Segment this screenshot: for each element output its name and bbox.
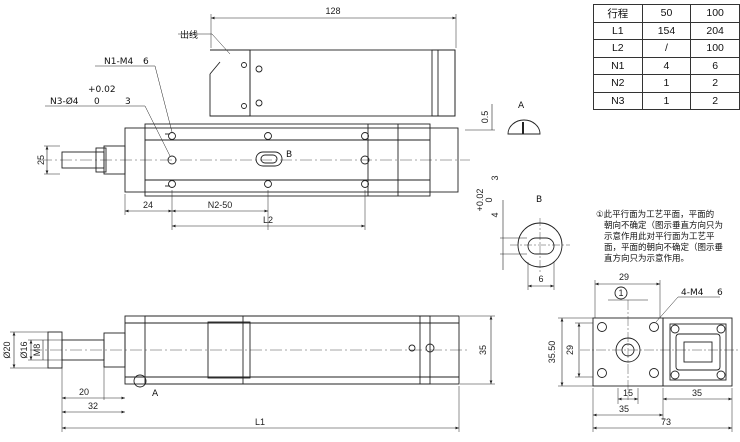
dim-l1: L1: [255, 417, 265, 427]
screw-icon: [408, 344, 416, 352]
detail-b: [500, 200, 570, 290]
table-cell: N3: [593, 91, 643, 110]
side-view: [10, 315, 495, 432]
view-a-label: A: [518, 101, 525, 111]
dim-15: 15: [623, 388, 633, 398]
detail-a-marker: [133, 374, 147, 388]
marker-b: B: [286, 150, 292, 160]
mounting-hole-icon: [264, 132, 272, 140]
screw-icon: [255, 99, 263, 107]
dim-b-6: 6: [538, 274, 543, 284]
circled-number-text: 1: [618, 288, 623, 298]
mounting-hole-icon: [167, 155, 177, 165]
mounting-hole-icon: [168, 132, 176, 140]
screw-icon: [241, 62, 247, 68]
n3-depth-label: 3: [125, 97, 131, 107]
mounting-hole-icon: [361, 132, 369, 140]
mounting-hole-icon: [360, 155, 370, 165]
marker-a: A: [152, 389, 159, 399]
mounting-hole-icon: [168, 180, 176, 188]
n1-depth-label: 6: [143, 57, 149, 67]
motor-end-cap: [431, 49, 456, 117]
view-b-label: B: [536, 195, 542, 205]
dim-35-right: 35: [692, 388, 702, 398]
tap-hole-icon: [597, 368, 607, 378]
mounting-hole-icon: [361, 180, 369, 188]
screw-icon: [670, 324, 680, 334]
table-row: N2 1 2: [593, 74, 740, 93]
dim-b-4: 4: [490, 212, 500, 217]
dim-l2: L2: [263, 215, 273, 225]
screw-icon: [255, 65, 263, 73]
note-line-4: 面，平面的朝向不确定（图示垂: [604, 242, 724, 253]
motor-housing: [249, 49, 456, 117]
n3-spec-label: N3-Ø4: [50, 96, 79, 107]
top-view: [40, 14, 495, 230]
dim-35-bottom: 35: [619, 404, 629, 414]
dim-29-side: 29: [565, 345, 575, 355]
dim-24: 24: [143, 200, 153, 210]
dim-dia-16: Ø16: [19, 341, 29, 358]
end-view: [558, 280, 740, 432]
dim-73: 73: [661, 417, 671, 427]
tap-hole-icon: [597, 322, 607, 332]
tolerance-upper: +0.02: [88, 85, 116, 95]
tap-depth-label: 6: [717, 288, 723, 298]
tap-hole-icon: [649, 322, 659, 332]
table-row: N3 1 2: [593, 91, 740, 110]
note-line-2: 朝向不确定（图示垂直方向只为: [604, 220, 723, 231]
table-cell: 2: [690, 91, 740, 110]
detail-a: [507, 119, 541, 135]
dim-35-side: 35: [478, 345, 488, 355]
dim-20: 20: [79, 387, 89, 397]
dim-128: 128: [325, 6, 340, 16]
dim-32: 32: [88, 401, 98, 411]
dim-b-3: 3: [490, 175, 500, 180]
tolerance-zero: 0: [94, 97, 100, 107]
n1-spec-label: N1-M4: [104, 57, 133, 67]
table-cell: N2: [593, 74, 643, 93]
dim-b-tol: +0.02: [475, 189, 485, 212]
screw-icon: [716, 370, 726, 380]
note-line-5: 直方向只为示意作用。: [604, 253, 689, 264]
dim-b-zero: 0: [484, 197, 494, 202]
mounting-hole-icon: [264, 180, 272, 188]
screw-icon: [716, 324, 726, 334]
note-line-1: ①此平行面为工艺平面，平面的: [596, 209, 714, 220]
cable-exit-label: 出线: [180, 29, 198, 41]
dim-25: 25: [36, 155, 46, 165]
tap-hole-icon: [649, 368, 659, 378]
table-row: N1 4 6: [593, 56, 740, 75]
note-line-3: 示意作用此对平行面为工艺平: [604, 231, 715, 242]
dim-0-5: 0.5: [480, 111, 490, 124]
slot-hole-icon: [255, 151, 283, 167]
stroke-spec-table: 行程 50 100 L1 154 204 L2 / 100 N1 4 6 N2 …: [593, 4, 740, 110]
screw-icon: [425, 343, 435, 353]
dim-35-50: 35.50: [547, 341, 557, 364]
circled-number-1: [614, 286, 628, 300]
dim-m8: M8: [32, 344, 42, 357]
dim-n2-50: N2-50: [208, 200, 233, 210]
drawing-text: 128 出线 N1-M4 6 +0.02 0 N3-Ø4 3 25 24 N2-…: [2, 6, 724, 427]
dim-dia-20: Ø20: [2, 341, 12, 358]
screw-icon: [670, 370, 680, 380]
dim-29-top: 29: [619, 272, 629, 282]
screw-icon: [241, 103, 247, 109]
tap-spec-label: 4-M4: [681, 288, 704, 298]
